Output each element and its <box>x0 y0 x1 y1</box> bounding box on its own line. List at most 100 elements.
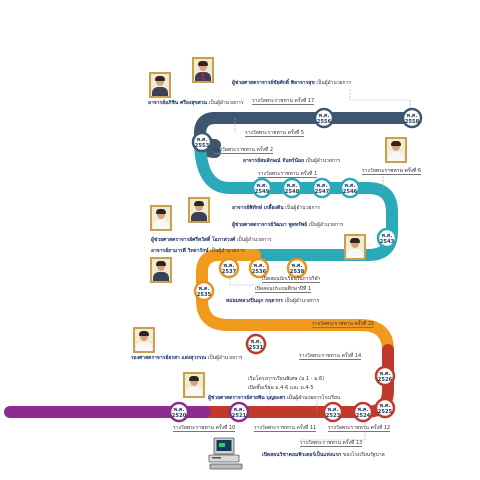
year-node-2547: พ.ศ.2547 <box>311 177 333 199</box>
year-node-year: 2524 <box>356 413 371 419</box>
year-node-icon <box>352 401 374 423</box>
year-node-year: 2536 <box>252 269 267 275</box>
event-label: รางวัลพระราชทาน ครั้งที่ 14 <box>299 353 362 360</box>
year-node-year: 2546 <box>343 189 358 195</box>
year-node-abbr: พ.ศ. <box>345 183 356 189</box>
year-node-2520: พ.ศ.2520 <box>168 401 190 423</box>
event-label: อาจารย์พิทักษ์ เกลี้ยงดิน เป็นผู้อำนวยกา… <box>232 205 320 211</box>
year-node-icon <box>313 107 335 129</box>
year-node-abbr: พ.ศ. <box>257 183 268 189</box>
year-node-year: 2549 <box>255 189 270 195</box>
event-label: รางวัลพระราชทาน ครั้งที่ 11 <box>254 425 317 432</box>
year-node-2543: พ.ศ.2543 <box>376 227 398 249</box>
year-node-year: 2548 <box>285 189 300 195</box>
road-segment-teal <box>194 134 398 261</box>
year-node-icon <box>322 401 344 423</box>
year-node-abbr: พ.ศ. <box>380 371 391 377</box>
year-node-2553: พ.ศ.2553 <box>191 131 213 153</box>
year-node-year: 2520 <box>172 413 187 419</box>
year-node-2526: พ.ศ.2526 <box>374 365 396 387</box>
year-node-abbr: พ.ศ. <box>251 339 262 345</box>
year-node-year: 2543 <box>380 239 395 245</box>
event-label: เริ่มโครงการเรียนพิเศษ (ม.1 - ม.6) <box>248 376 325 382</box>
event-label: เปิดสอนนักเรียนในการกีฬา <box>262 276 321 283</box>
year-node-icon <box>228 401 250 423</box>
event-label: รางวัลพระราชทาน ครั้งที่ 1 <box>258 171 318 178</box>
event-label: ผู้ช่วยศาสตราจารย์สายพิน บุญยะศา เป็นผู้… <box>208 395 341 401</box>
year-node-abbr: พ.ศ. <box>254 263 265 269</box>
event-label: ผู้ช่วยศาสตราจารย์วัฒนา พูลทรัพย์ เป็นผู… <box>232 222 344 228</box>
year-node-2536: พ.ศ.2536 <box>248 257 270 279</box>
year-node-abbr: พ.ศ. <box>382 233 393 239</box>
event-label: รางวัลพระราชทาน ครั้งที่ 2 <box>214 147 274 154</box>
year-node-icon <box>339 177 361 199</box>
year-node-2556: พ.ศ.2556 <box>313 107 335 129</box>
year-node-icon <box>281 177 303 199</box>
event-label: รางวัลพระราชทาน ครั้งที่ 6 <box>362 168 422 175</box>
timeline-road <box>4 112 418 418</box>
portrait-photo <box>192 57 214 83</box>
portrait-photo <box>133 327 155 353</box>
year-node-2531: พ.ศ.2531 <box>245 333 267 355</box>
year-node-icon <box>376 227 398 249</box>
computer-icon <box>208 437 243 470</box>
year-node-year: 2535 <box>197 292 212 298</box>
year-node-2538: พ.ศ.2538 <box>286 257 308 279</box>
road-segment-navy <box>194 112 418 151</box>
event-label: รางวัลพระราชทาน ครั้งที่ 12 <box>328 425 391 432</box>
year-node-abbr: พ.ศ. <box>407 113 418 119</box>
year-node-icon <box>286 257 308 279</box>
year-node-year: 2521 <box>232 413 247 419</box>
year-node-2525: พ.ศ.2525 <box>374 397 396 419</box>
year-node-abbr: พ.ศ. <box>224 263 235 269</box>
year-node-2558: พ.ศ.2558 <box>401 107 423 129</box>
event-label: อาจารย์อภิชิน ศรีองสุขสวน เป็นผู้อำนวยกา… <box>148 100 244 106</box>
year-node-icon <box>401 107 423 129</box>
event-label: ผู้ช่วยศาสตราจารย์ชัยศักดิ์ พิลาจารสุข เ… <box>232 80 352 86</box>
event-label: รางวัลพระราชทาน ครั้งที่ 17 <box>252 98 315 105</box>
year-node-icon <box>374 365 396 387</box>
event-label: รางวัลพระราชทาน ครั้งที่ 10 <box>173 425 236 432</box>
portrait-photo <box>150 205 172 231</box>
event-label: อาจารย์สมลักษณ์ จันทร์น้อย เป็นผู้อำนวยก… <box>243 158 341 164</box>
year-node-icon <box>251 177 273 199</box>
year-node-icon <box>218 257 240 279</box>
year-node-2549: พ.ศ.2549 <box>251 177 273 199</box>
event-label: อาจารย์ยามารดี วิทยารักษ์ เป็นผู้อำนวยกา… <box>151 248 245 254</box>
year-node-abbr: พ.ศ. <box>287 183 298 189</box>
year-node-year: 2525 <box>378 409 393 415</box>
year-node-icon <box>191 131 213 153</box>
year-node-year: 2526 <box>378 377 393 383</box>
event-label: เปิดสอนวิชาคอมพิวเตอร์เป็นแห่งแรก ของโรง… <box>262 452 385 458</box>
year-node-year: 2523 <box>326 413 341 419</box>
year-nodes: พ.ศ.2558พ.ศ.2556พ.ศ.2553พ.ศ.2549พ.ศ.2548… <box>168 107 423 423</box>
year-node-icon <box>374 397 396 419</box>
year-node-abbr: พ.ศ. <box>328 407 339 413</box>
year-node-icon <box>245 333 267 355</box>
year-node-2524: พ.ศ.2524 <box>352 401 374 423</box>
event-label: รองศาสตราจารย์อรสา แสงสุวรรณ เป็นผู้อำนว… <box>131 355 243 361</box>
event-label: ผู้ช่วยศาสตราจารย์ศรีสวัสดิ์ โอภาสวงศ์ เ… <box>151 237 272 243</box>
year-node-icon <box>248 257 270 279</box>
year-node-icon <box>168 401 190 423</box>
year-node-abbr: พ.ศ. <box>319 113 330 119</box>
year-node-abbr: พ.ศ. <box>292 263 303 269</box>
year-node-year: 2531 <box>249 345 264 351</box>
year-node-abbr: พ.ศ. <box>358 407 369 413</box>
portrait-photo <box>385 137 407 163</box>
portrait-photo <box>150 257 172 283</box>
event-label: รางวัลพระราชทาน ครั้งที่ 13 <box>300 440 363 447</box>
year-node-icon <box>193 280 215 302</box>
year-node-year: 2547 <box>315 189 330 195</box>
year-node-2548: พ.ศ.2548 <box>281 177 303 199</box>
year-node-abbr: พ.ศ. <box>234 407 245 413</box>
year-node-2521: พ.ศ.2521 <box>228 401 250 423</box>
event-label: รางวัลพระราชทาน ครั้งที่ 15 <box>312 321 375 328</box>
year-node-year: 2538 <box>290 269 305 275</box>
year-node-abbr: พ.ศ. <box>174 407 185 413</box>
year-node-year: 2556 <box>317 119 332 125</box>
year-node-2535: พ.ศ.2535 <box>193 280 215 302</box>
year-node-2537: พ.ศ.2537 <box>218 257 240 279</box>
